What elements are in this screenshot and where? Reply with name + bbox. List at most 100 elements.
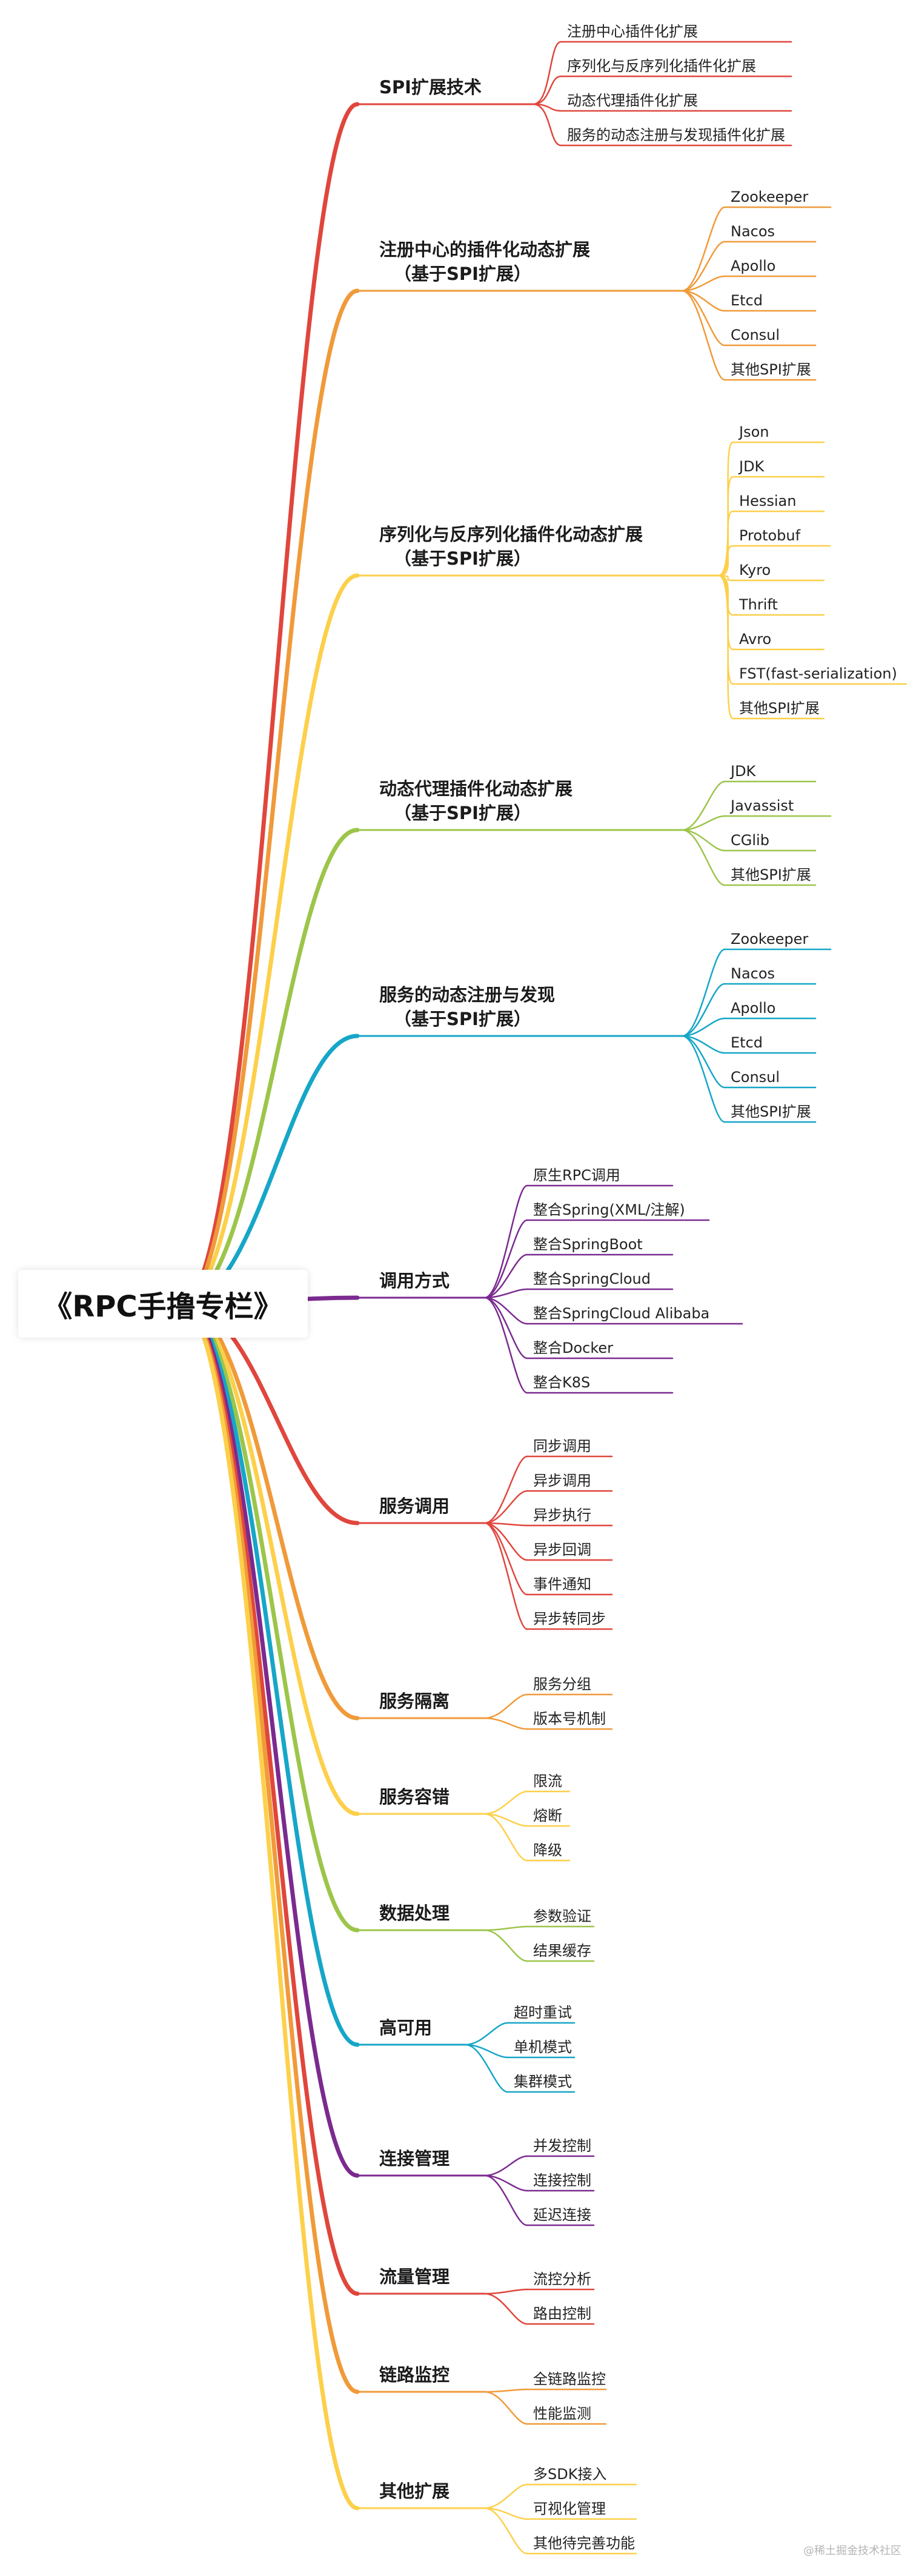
- branch-node[interactable]: 其他扩展: [379, 2479, 450, 2503]
- leaf-node[interactable]: Apollo: [731, 1000, 776, 1017]
- leaf-node[interactable]: 异步回调: [533, 1541, 591, 1558]
- leaf-node[interactable]: 整合SpringCloud: [533, 1270, 651, 1287]
- leaf-node[interactable]: 多SDK接入: [533, 2466, 607, 2483]
- leaf-link: [483, 2155, 528, 2177]
- leaf-node[interactable]: 降级: [533, 1842, 562, 1859]
- mindmap-links: [179, 41, 908, 2555]
- leaf-node[interactable]: Nacos: [731, 965, 775, 982]
- leaf-link: [681, 290, 726, 312]
- leaf-node[interactable]: 异步转同步: [533, 1610, 606, 1627]
- leaf-link: [464, 2043, 509, 2093]
- leaf-node[interactable]: FST(fast-serialization): [739, 665, 897, 682]
- leaf-node[interactable]: Zookeeper: [731, 188, 809, 205]
- leaf-node[interactable]: JDK: [731, 763, 756, 780]
- leaf-node[interactable]: 整合SpringCloud Alibaba: [533, 1305, 710, 1322]
- leaf-node[interactable]: 并发控制: [533, 2137, 591, 2154]
- leaf-node[interactable]: 整合SpringBoot: [533, 1236, 643, 1253]
- leaf-node[interactable]: 整合Spring(XML/注解): [533, 1201, 685, 1218]
- leaf-link: [532, 75, 562, 105]
- leaf-link: [681, 983, 726, 1037]
- branch-title: 注册中心的插件化动态扩展: [379, 239, 591, 260]
- leaf-link: [483, 1522, 528, 1596]
- leaf-node[interactable]: Hessian: [739, 493, 797, 510]
- leaf-node[interactable]: Nacos: [731, 223, 775, 240]
- leaf-node[interactable]: CGlib: [731, 832, 769, 849]
- leaf-node[interactable]: 其他SPI扩展: [739, 700, 820, 717]
- leaf-node[interactable]: 异步执行: [533, 1507, 591, 1524]
- leaf-link: [483, 2288, 528, 2295]
- branch-node[interactable]: 数据处理: [379, 1901, 450, 1925]
- leaf-node[interactable]: 延迟连接: [533, 2206, 591, 2223]
- leaf-node[interactable]: Etcd: [731, 1034, 763, 1051]
- branch-node[interactable]: 服务的动态注册与发现（基于SPI扩展）: [379, 983, 555, 1031]
- leaf-node[interactable]: Json: [739, 423, 769, 440]
- leaf-node[interactable]: Consul: [731, 1069, 780, 1086]
- leaf-node[interactable]: 路由控制: [533, 2305, 591, 2322]
- leaf-link: [483, 1717, 528, 1730]
- leaf-node[interactable]: Avro: [739, 631, 772, 648]
- leaf-link: [483, 1296, 528, 1325]
- root-node[interactable]: 《RPC手撸专栏》: [18, 1270, 308, 1338]
- leaf-link: [681, 1017, 726, 1037]
- branch-title: 动态代理插件化动态扩展: [379, 778, 573, 799]
- leaf-node[interactable]: 其他SPI扩展: [731, 361, 811, 378]
- leaf-node[interactable]: Protobuf: [739, 527, 801, 544]
- leaf-node[interactable]: 动态代理插件化扩展: [567, 92, 698, 109]
- leaf-node[interactable]: JDK: [739, 458, 765, 475]
- leaf-link: [483, 1929, 528, 1962]
- leaf-node[interactable]: Javassist: [731, 797, 794, 814]
- leaf-node[interactable]: Consul: [731, 327, 780, 344]
- leaf-node[interactable]: Thrift: [739, 596, 778, 613]
- leaf-node[interactable]: 原生RPC调用: [533, 1167, 620, 1184]
- branch-node[interactable]: 服务调用: [379, 1494, 450, 1518]
- leaf-node[interactable]: 版本号机制: [533, 1710, 606, 1727]
- leaf-link: [681, 948, 726, 1037]
- leaf-node[interactable]: Etcd: [731, 292, 763, 309]
- leaf-link: [483, 1813, 528, 1862]
- leaf-node[interactable]: 服务分组: [533, 1676, 591, 1693]
- leaf-node[interactable]: 限流: [533, 1773, 562, 1790]
- leaf-node[interactable]: 其他待完善功能: [533, 2535, 635, 2552]
- leaf-node[interactable]: 其他SPI扩展: [731, 866, 811, 883]
- branch-node[interactable]: SPI扩展技术: [379, 75, 482, 99]
- leaf-node[interactable]: Kyro: [739, 562, 771, 579]
- leaf-link: [483, 1790, 528, 1815]
- branch-node[interactable]: 流量管理: [379, 2265, 450, 2289]
- root-link-0: [179, 102, 360, 1306]
- leaf-node[interactable]: 整合Docker: [533, 1339, 614, 1356]
- branch-node[interactable]: 连接管理: [379, 2146, 450, 2171]
- leaf-node[interactable]: 单机模式: [514, 2039, 572, 2056]
- leaf-node[interactable]: 其他SPI扩展: [731, 1103, 811, 1120]
- leaf-link: [681, 829, 726, 886]
- leaf-node[interactable]: 超时重试: [514, 2004, 572, 2021]
- leaf-node[interactable]: 结果缓存: [533, 1942, 591, 1959]
- branch-node[interactable]: 服务隔离: [379, 1689, 450, 1713]
- branch-node[interactable]: 服务容错: [379, 1785, 450, 1809]
- leaf-node[interactable]: 全链路监控: [533, 2371, 606, 2388]
- leaf-node[interactable]: 注册中心插件化扩展: [567, 23, 698, 40]
- branch-node[interactable]: 高可用: [379, 2016, 432, 2040]
- leaf-node[interactable]: 连接控制: [533, 2172, 591, 2189]
- branch-title: 调用方式: [379, 1270, 450, 1291]
- branch-node[interactable]: 序列化与反序列化插件化动态扩展（基于SPI扩展）: [379, 522, 643, 571]
- leaf-node[interactable]: 流控分析: [533, 2271, 591, 2288]
- leaf-node[interactable]: 可视化管理: [533, 2500, 606, 2517]
- leaf-node[interactable]: 服务的动态注册与发现插件化扩展: [567, 127, 785, 144]
- leaf-node[interactable]: Apollo: [731, 257, 776, 274]
- leaf-node[interactable]: 熔断: [533, 1807, 562, 1824]
- leaf-node[interactable]: 同步调用: [533, 1438, 591, 1455]
- leaf-link: [464, 2022, 509, 2046]
- leaf-link: [717, 574, 734, 720]
- branch-node[interactable]: 动态代理插件化动态扩展（基于SPI扩展）: [379, 777, 572, 825]
- branch-node[interactable]: 链路监控: [379, 2363, 450, 2387]
- leaf-node[interactable]: 异步调用: [533, 1472, 591, 1489]
- branch-node[interactable]: 调用方式: [379, 1269, 450, 1293]
- leaf-node[interactable]: 性能监测: [533, 2405, 591, 2422]
- leaf-node[interactable]: 集群模式: [514, 2073, 572, 2090]
- branch-node[interactable]: 注册中心的插件化动态扩展（基于SPI扩展）: [379, 237, 590, 286]
- leaf-node[interactable]: 事件通知: [533, 1576, 591, 1593]
- leaf-node[interactable]: 整合K8S: [533, 1374, 591, 1391]
- leaf-node[interactable]: 参数验证: [533, 1908, 591, 1925]
- leaf-node[interactable]: Zookeeper: [731, 931, 809, 948]
- leaf-node[interactable]: 序列化与反序列化插件化扩展: [567, 58, 756, 75]
